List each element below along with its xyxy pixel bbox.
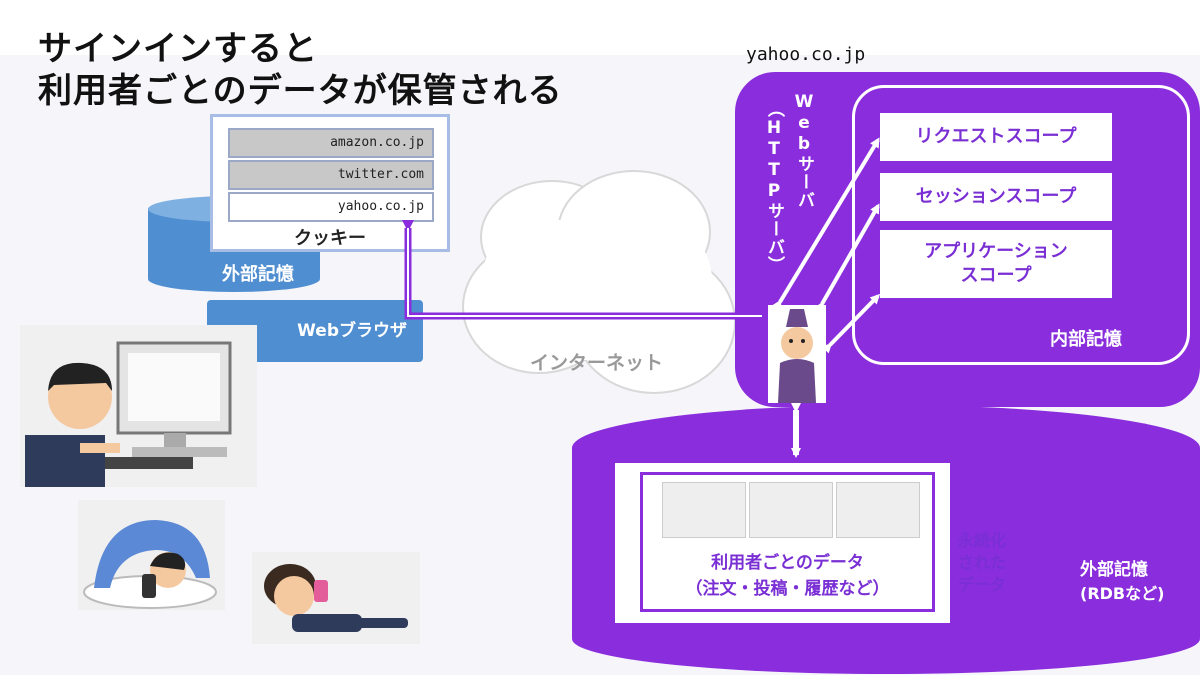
client-external-storage-label: 外部記憶 xyxy=(222,264,294,285)
title-line-1: サインインすると xyxy=(38,29,318,69)
internal-memory-label: 内部記憶 xyxy=(1050,329,1122,350)
user-data-label-line-1: 利用者ごとのデータ xyxy=(711,553,864,573)
server-program-character xyxy=(768,305,826,403)
cookie-entry: yahoo.co.jp xyxy=(228,192,434,222)
user-at-computer-illustration xyxy=(20,325,257,487)
server-character-icon xyxy=(778,309,816,403)
phone-user-icon xyxy=(264,564,408,632)
request-scope-arrow xyxy=(772,137,880,311)
user-lying-with-phone-illustration xyxy=(252,552,420,644)
application-scope-box: アプリケーション スコープ xyxy=(880,230,1112,298)
persisted-data-label: 永続化 された データ xyxy=(957,531,1006,594)
session-scope-box: セッションスコープ xyxy=(880,173,1112,221)
application-scope-arrow xyxy=(821,293,881,354)
user-in-futon-illustration xyxy=(78,500,225,610)
cookie-entry: amazon.co.jp xyxy=(228,128,434,158)
user-data-thumbnail-phone xyxy=(836,482,920,538)
request-scope-box: リクエストスコープ xyxy=(880,113,1112,161)
futon-user-icon xyxy=(83,520,217,609)
session-scope-arrow xyxy=(814,203,880,313)
user-data-box xyxy=(640,472,935,612)
user-data-label: 利用者ごとのデータ （注文・投稿・履歴など） xyxy=(640,550,935,602)
title-line-2: 利用者ごとのデータが保管される xyxy=(38,71,563,111)
database-rdb-label: (RDBなど) xyxy=(1080,584,1165,603)
cookie-to-server-arrow xyxy=(402,220,766,322)
cookie-label: クッキー xyxy=(294,228,366,249)
server-domain-label: yahoo.co.jp xyxy=(746,44,866,65)
internet-label: インターネット xyxy=(530,352,664,374)
user-at-computer-icon xyxy=(25,341,232,487)
user-data-label-line-2: （注文・投稿・履歴など） xyxy=(685,579,890,599)
slide-title: サインインすると 利用者ごとのデータが保管される xyxy=(38,28,563,112)
database-external-storage-label: 外部記憶 xyxy=(1080,560,1148,580)
user-data-thumbnail-pc xyxy=(662,482,746,538)
application-scope-line-2: スコープ xyxy=(960,265,1032,286)
web-browser-label: Webブラウザ xyxy=(297,321,407,341)
application-scope-line-1: アプリケーション xyxy=(924,241,1068,262)
cookie-entry: twitter.com xyxy=(228,160,434,190)
user-data-thumbnail-futon xyxy=(749,482,833,538)
